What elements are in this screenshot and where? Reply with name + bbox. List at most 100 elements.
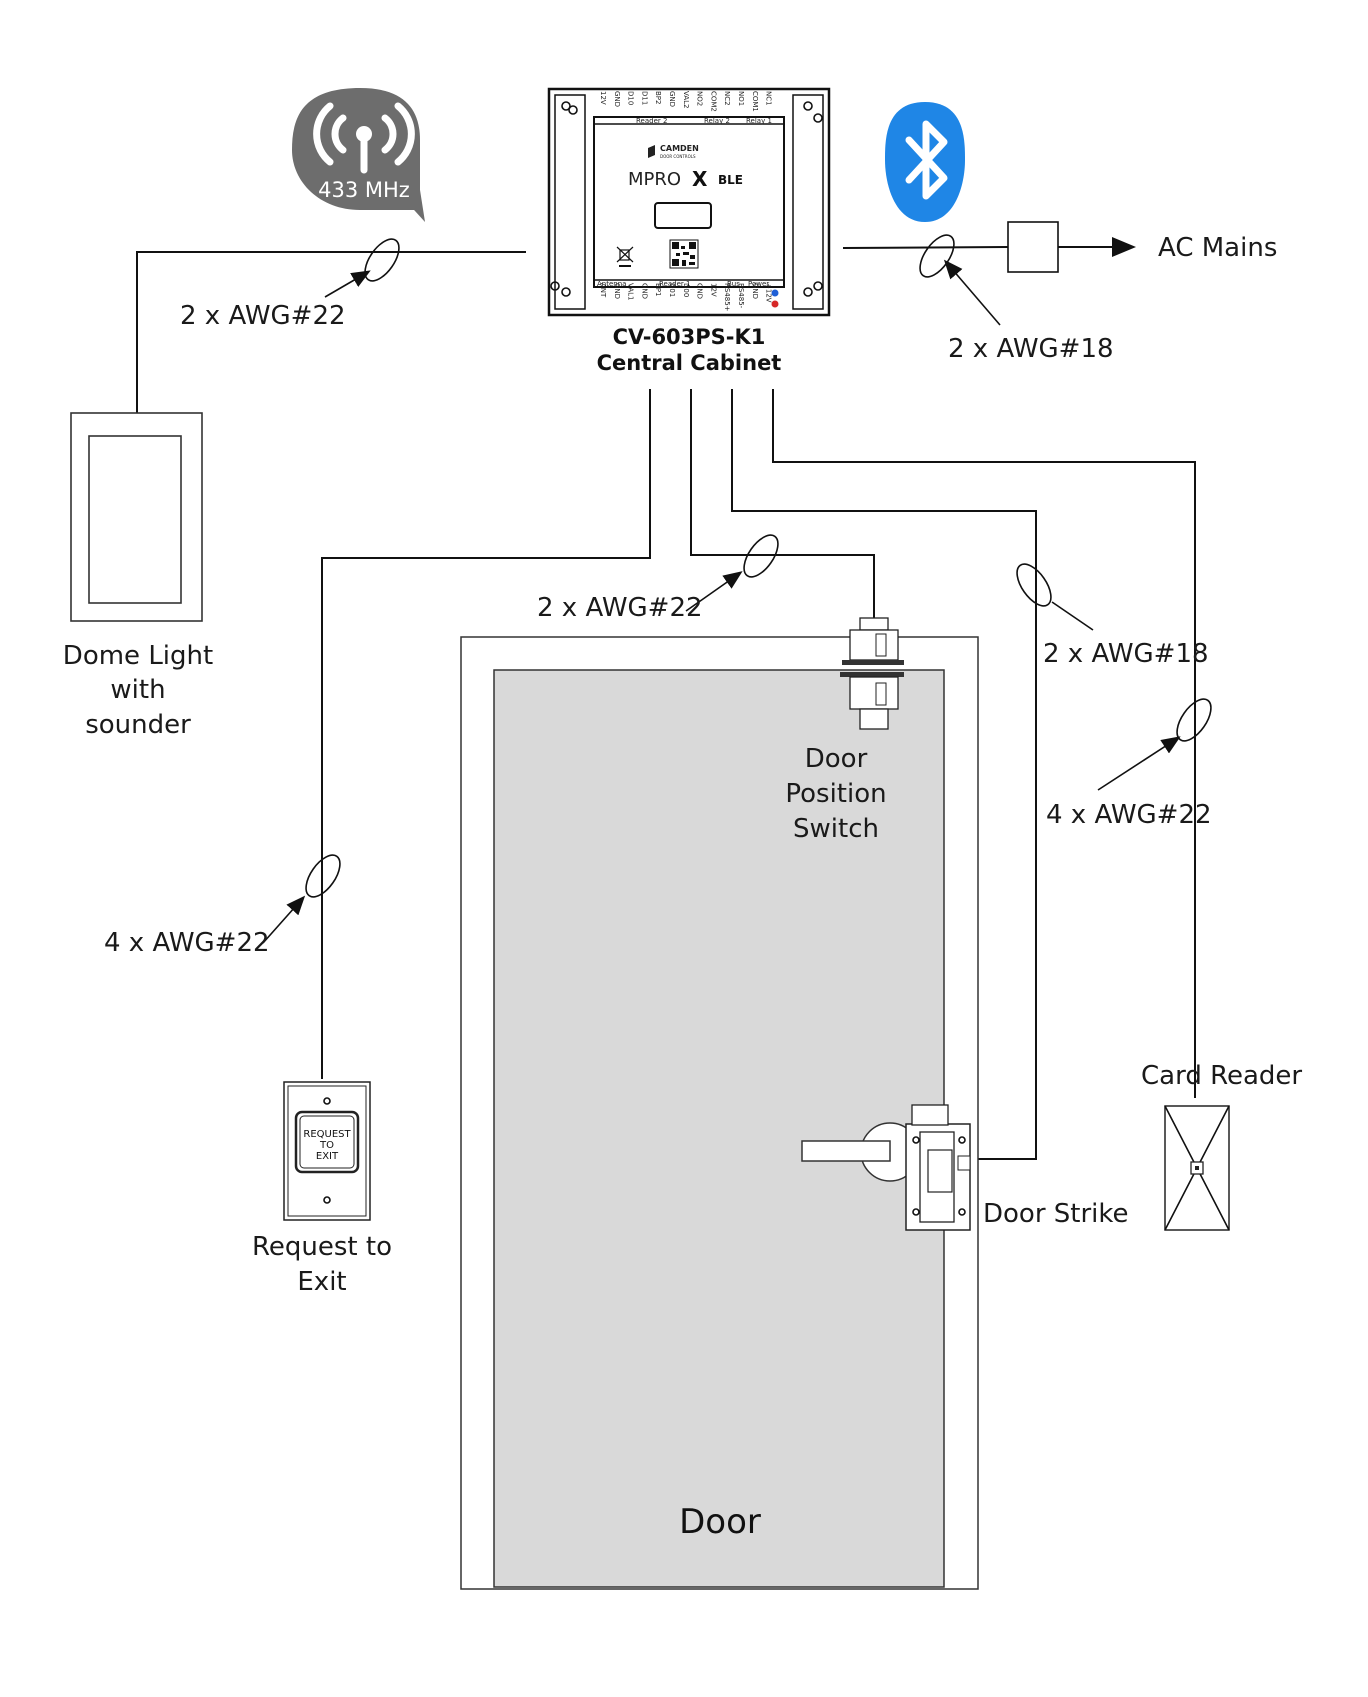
top-terminal-8: COM2 <box>709 91 717 112</box>
wire-dome-light <box>136 251 526 413</box>
top-terminal-5: GND <box>668 91 676 107</box>
rte-button-text-2: TO <box>319 1140 334 1151</box>
bottom-terminal-8: 12V <box>709 283 717 297</box>
mains-junction-box <box>1007 221 1059 273</box>
top-terminal-0: 12V <box>599 91 607 105</box>
request-to-exit-device: REQUEST TO EXIT <box>283 1081 371 1221</box>
radio-433mhz-badge: 433 MHz <box>292 88 425 222</box>
card-reader-label: Card Reader <box>1141 1061 1302 1091</box>
door <box>460 636 979 1590</box>
brand-mark-icon <box>648 145 655 158</box>
brand-sub: DOOR CONTROLS <box>660 154 696 159</box>
top-section-2: Relay 1 <box>746 117 772 125</box>
arrow-reader-wire <box>1097 736 1181 791</box>
product-suffix: BLE <box>718 173 743 187</box>
dps-label-2: Position <box>785 779 886 809</box>
arrow-rte-wire <box>262 895 306 944</box>
bottom-terminal-0: ANT <box>599 283 607 298</box>
dome-light-label-1: Dome Light <box>63 641 213 671</box>
qr-code-icon <box>669 239 699 269</box>
door-strike <box>905 1104 971 1231</box>
cabinet-display <box>654 202 712 229</box>
wire-reader <box>772 389 1196 1098</box>
product-mark: X <box>692 167 708 191</box>
cable-tie-strike <box>1016 563 1052 607</box>
door-strike-label: Door Strike <box>983 1199 1129 1229</box>
cabinet-board <box>593 116 785 288</box>
top-terminal-6: VAL2 <box>682 91 690 108</box>
arrow-dome-wire <box>324 270 371 298</box>
label-ac-mains: AC Mains <box>1158 233 1277 263</box>
led-red <box>771 300 779 308</box>
antenna-dot <box>356 126 372 142</box>
bottom-terminal-3: GND <box>640 283 648 299</box>
card-reader-device <box>1164 1105 1230 1231</box>
rte-button-text-1: REQUEST <box>303 1129 351 1140</box>
bottom-terminal-2: VAL1 <box>627 283 635 300</box>
bottom-section-1: Reader 1 <box>659 280 690 288</box>
door-handle <box>801 1122 920 1182</box>
label-wire-dps: 2 x AWG#22 <box>537 593 703 623</box>
dome-light-label-3: sounder <box>85 710 191 740</box>
bottom-section-3: Power <box>748 280 769 288</box>
rte-button-text-3: EXIT <box>316 1151 339 1162</box>
top-terminal-1: GND <box>613 91 621 107</box>
label-wire-rte: 4 x AWG#22 <box>104 928 270 958</box>
top-section-labels: Reader 2 Relay 2 Relay 1 <box>636 117 772 125</box>
bottom-terminal-10: RS485- <box>737 283 745 309</box>
bottom-terminal-11: GND <box>751 283 759 299</box>
bottom-section-2: Bus <box>727 280 740 288</box>
antenna-icon <box>313 102 415 174</box>
label-wire-strike: 2 x AWG#18 <box>1043 639 1209 669</box>
bottom-terminal-9: RS485+ <box>723 283 731 312</box>
cable-tie-rte <box>305 854 341 898</box>
door-label: Door <box>679 1502 761 1542</box>
arrow-dps-wire <box>685 571 743 612</box>
top-terminal-4: BP2 <box>654 91 662 104</box>
dps-label-3: Switch <box>793 814 879 844</box>
rte-label-2: Exit <box>297 1267 346 1297</box>
dome-light-label-2: with <box>110 675 165 705</box>
product-name: MPRO <box>628 169 681 190</box>
wire-strike <box>731 389 1037 1160</box>
bluetooth-badge <box>885 102 965 222</box>
top-section-0: Reader 2 <box>636 117 667 125</box>
top-terminal-11: COM1 <box>751 91 759 112</box>
top-terminal-7: NO2 <box>696 91 704 106</box>
top-terminal-12: NC1 <box>765 91 773 106</box>
radio-frequency-label: 433 MHz <box>318 178 410 202</box>
cable-tie-mains <box>919 234 955 278</box>
label-wire-reader: 4 x AWG#22 <box>1046 800 1212 830</box>
bottom-section-labels: Antenna Reader 1 Bus Power <box>597 280 769 288</box>
top-terminal-2: D10 <box>627 91 635 105</box>
bottom-section-0: Antenna <box>597 280 626 288</box>
wire-rte <box>321 389 651 1079</box>
bottom-terminal-6: D00 <box>682 283 690 297</box>
bottom-terminal-5: D01 <box>668 283 676 297</box>
label-wire-dome: 2 x AWG#22 <box>180 301 346 331</box>
door-position-switch <box>840 617 904 730</box>
top-terminal-9: NC2 <box>723 91 731 106</box>
bottom-terminal-1: GND <box>613 283 621 299</box>
door-leaf <box>493 669 945 1588</box>
bottom-terminal-12: +12V <box>765 283 773 303</box>
brand-logo: CAMDEN <box>660 144 699 153</box>
cabinet-title: Central Cabinet <box>597 351 782 375</box>
dps-label-1: Door <box>805 744 868 774</box>
label-wire-mains: 2 x AWG#18 <box>948 334 1114 364</box>
top-terminal-3: D11 <box>640 91 648 105</box>
bottom-terminal-4: BP1 <box>654 283 662 296</box>
wire-dps <box>690 389 875 618</box>
rte-label-1: Request to <box>252 1232 392 1262</box>
top-section-1: Relay 2 <box>704 117 730 125</box>
bottom-terminal-7: GND <box>696 283 704 299</box>
bluetooth-icon <box>905 120 948 200</box>
dome-light-device <box>70 412 203 622</box>
leader-strike-wire <box>1051 601 1094 631</box>
cabinet-model: CV-603PS-K1 <box>613 325 766 349</box>
wire-mains <box>842 246 1009 249</box>
led-blue <box>771 289 779 297</box>
